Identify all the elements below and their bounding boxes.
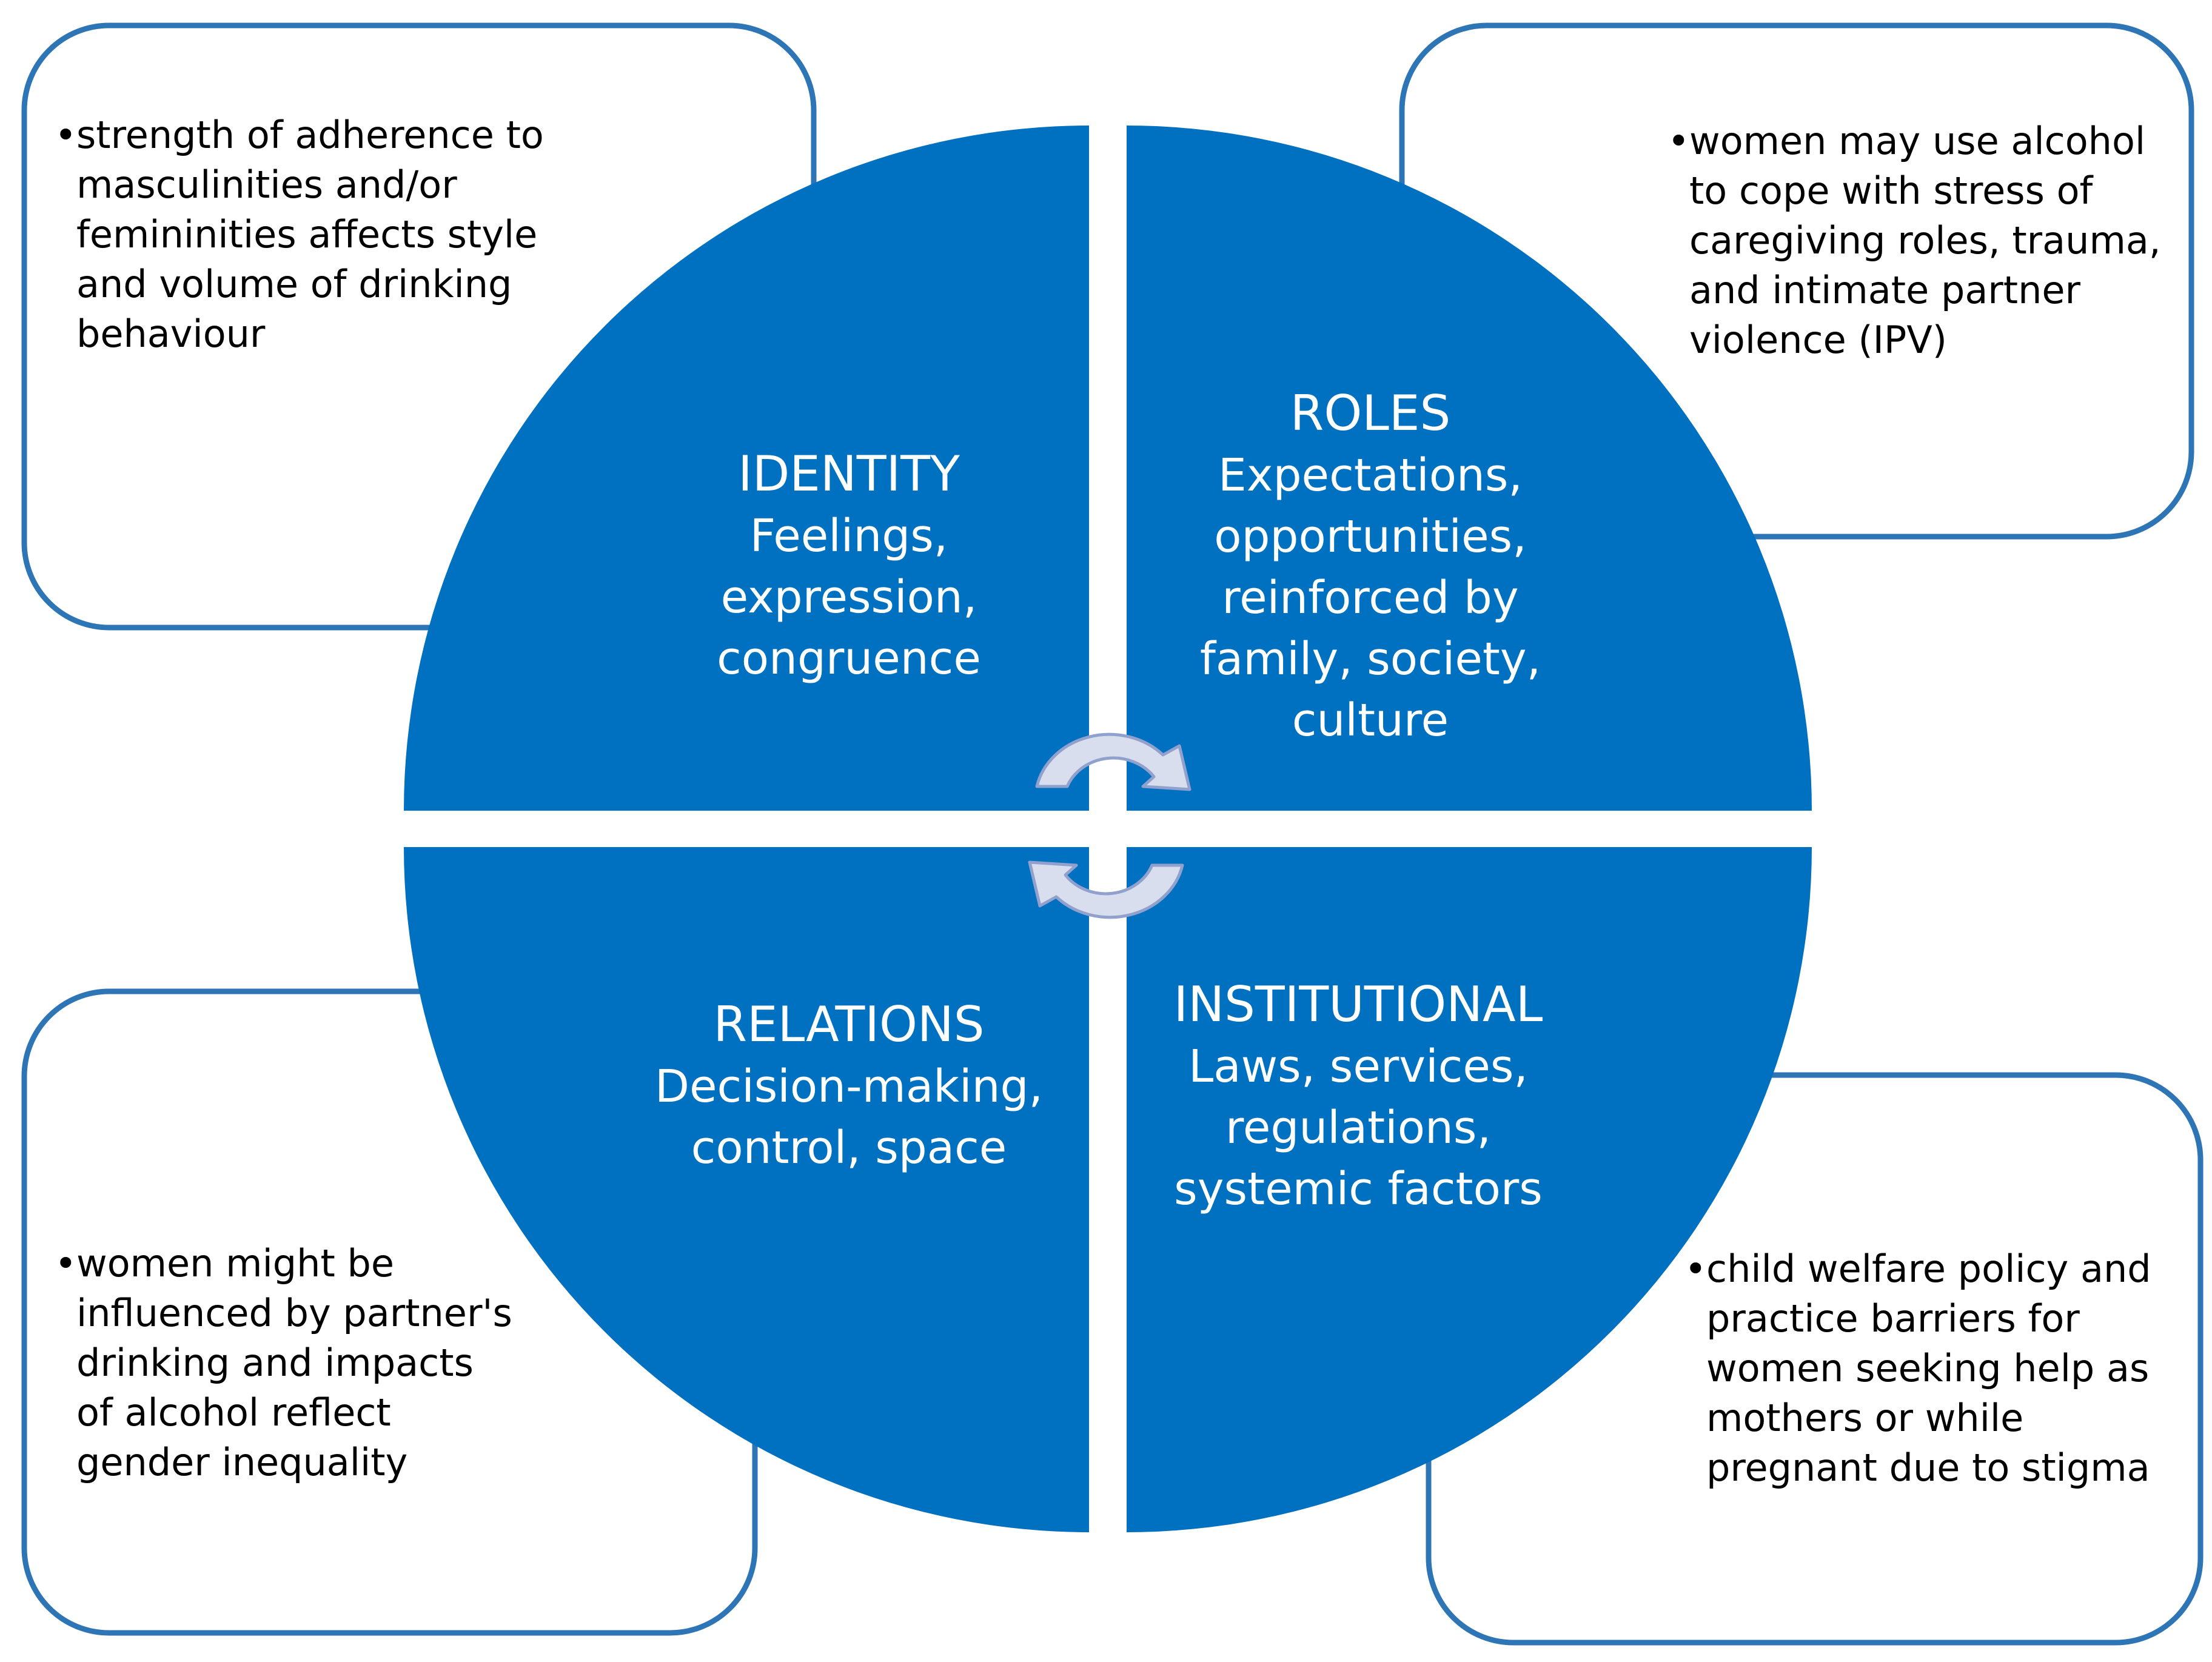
identity-line: expression, bbox=[720, 571, 977, 623]
callout-text-bottom-right: •child welfare policy and practice barri… bbox=[1684, 1244, 2188, 1493]
callout-line: influenced by partner's bbox=[76, 1291, 512, 1335]
bullet-icon: • bbox=[1684, 1247, 1707, 1291]
circle-quadrants bbox=[404, 126, 1812, 1532]
quadrant-institutional bbox=[1127, 847, 1812, 1532]
institutional-line: systemic factors bbox=[1174, 1163, 1543, 1215]
callout-line: of alcohol reflect bbox=[76, 1390, 391, 1435]
relations-label-group: RELATIONS Decision-making, control, spac… bbox=[631, 993, 1067, 1179]
identity-label-group: IDENTITY Feelings, expression, congruenc… bbox=[667, 443, 1031, 689]
institutional-title: INSTITUTIONAL bbox=[1173, 976, 1543, 1033]
callout-line: pregnant due to stigma bbox=[1706, 1446, 2150, 1490]
bullet-icon: • bbox=[55, 113, 77, 157]
callout-line: gender inequality bbox=[76, 1440, 408, 1484]
quadrant-roles bbox=[1127, 126, 1812, 811]
relations-title: RELATIONS bbox=[713, 996, 985, 1053]
roles-line: reinforced by bbox=[1222, 572, 1519, 624]
callout-line: women might be bbox=[76, 1241, 394, 1285]
roles-line: Expectations, bbox=[1218, 449, 1523, 501]
callout-line: drinking and impacts bbox=[76, 1341, 474, 1385]
callout-line: violence (IPV) bbox=[1689, 318, 1947, 362]
callout-line: and volume of drinking bbox=[76, 262, 512, 306]
callout-line: child welfare policy and bbox=[1706, 1247, 2151, 1291]
callout-line: masculinities and/or bbox=[76, 163, 457, 207]
bullet-icon: • bbox=[1667, 119, 1690, 163]
cycle-arrows bbox=[1028, 732, 1191, 919]
identity-title: IDENTITY bbox=[738, 446, 960, 502]
callout-line: to cope with stress of bbox=[1689, 169, 2093, 213]
roles-line: opportunities, bbox=[1214, 511, 1527, 563]
roles-line: family, society, bbox=[1199, 633, 1541, 685]
roles-title: ROLES bbox=[1290, 385, 1451, 441]
institutional-line: regulations, bbox=[1225, 1102, 1491, 1154]
callout-line: caregiving roles, trauma, bbox=[1689, 218, 2161, 263]
callout-text-top-left: •strength of adherence to masculinities … bbox=[55, 110, 600, 359]
institutional-label-group: INSTITUTIONAL Laws, services, regulation… bbox=[1140, 973, 1577, 1220]
callout-text-top-right: •women may use alcohol to cope with stre… bbox=[1667, 116, 2183, 365]
relations-line: control, space bbox=[691, 1122, 1007, 1174]
identity-line: Feelings, bbox=[749, 510, 948, 562]
callout-line: practice barriers for bbox=[1706, 1296, 2080, 1341]
callout-line: mothers or while bbox=[1706, 1396, 2024, 1440]
roles-label-group: ROLES Expectations, opportunities, reinf… bbox=[1164, 382, 1577, 751]
callout-line: strength of adherence to bbox=[76, 113, 544, 157]
quadrant-relations bbox=[404, 847, 1089, 1532]
callout-line: and intimate partner bbox=[1689, 268, 2081, 312]
callout-text-bottom-left: •women might be influenced by partner's … bbox=[55, 1239, 552, 1487]
bullet-icon: • bbox=[55, 1241, 77, 1285]
roles-line: culture bbox=[1292, 694, 1449, 746]
callout-line: behaviour bbox=[76, 312, 266, 356]
clockwise-arrow-icon bbox=[1028, 860, 1184, 919]
institutional-line: Laws, services, bbox=[1188, 1040, 1528, 1093]
quadrant-identity bbox=[404, 126, 1089, 811]
identity-line: congruence bbox=[717, 632, 981, 685]
clockwise-arrow-icon bbox=[1035, 732, 1191, 791]
callout-line: women seeking help as bbox=[1706, 1346, 2150, 1390]
relations-line: Decision-making, bbox=[655, 1061, 1043, 1113]
callout-line: women may use alcohol bbox=[1689, 119, 2146, 163]
callout-line: femininities affects style bbox=[76, 212, 538, 256]
